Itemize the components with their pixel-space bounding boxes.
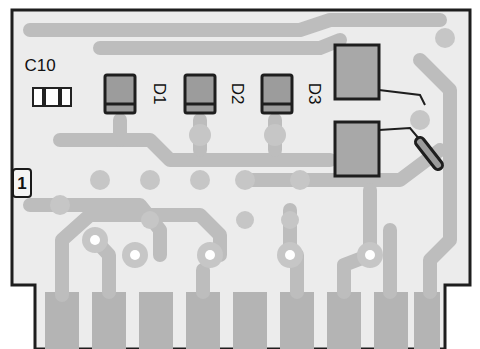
diode-name: D2 [229,82,246,104]
pad-holes [90,235,375,260]
diode-name: D3 [306,82,323,104]
copper-traces [30,20,450,295]
transistor-symbols [335,45,438,176]
part-name: C10 [24,57,55,74]
diode-symbols [105,75,292,113]
capacitor-symbol [33,88,71,106]
edge-fingers [45,292,440,349]
board-outline [12,10,470,349]
diode-name: D1 [151,82,168,104]
pads [50,28,455,268]
pin-number: 1 [17,175,26,192]
pin-marker: 1 [12,168,32,198]
